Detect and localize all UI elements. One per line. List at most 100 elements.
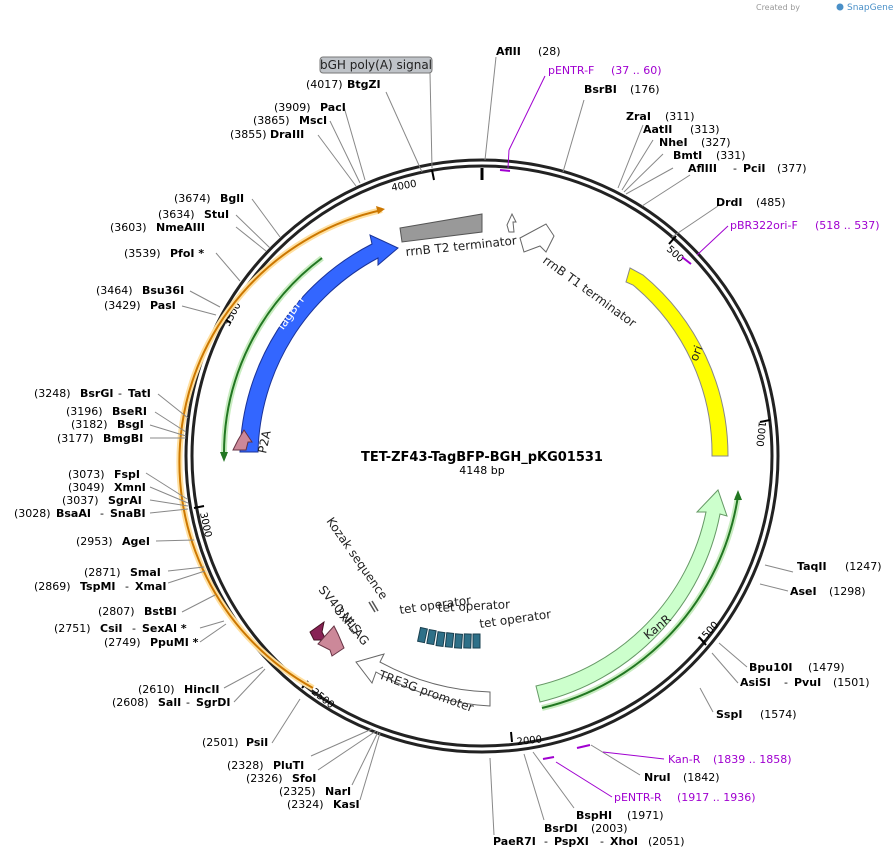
site-nmeaiii-pos: (3603) xyxy=(110,221,147,234)
site-pfoi-pos: (3539) xyxy=(124,247,161,260)
site-zrai-pos: (311) xyxy=(665,110,695,123)
watermark-brand: SnapGene xyxy=(847,3,894,13)
bgh-label-box xyxy=(319,56,433,74)
orange-orf-arc xyxy=(178,209,383,689)
site-sali-pos: (2608) xyxy=(112,696,149,709)
rrnb-t1-label: rrnB T1 terminator xyxy=(540,253,639,330)
site-sgrai: (3037) SgrAI xyxy=(62,494,142,507)
site-bsgi-name: BsgI xyxy=(117,418,144,431)
tet-operator-blocks xyxy=(417,626,481,649)
site-psii: (2501) PsiI xyxy=(202,736,268,749)
site-nhei-name: NheI xyxy=(659,136,688,149)
primer-kan-r: Kan-R (1839 .. 1858) xyxy=(668,753,792,766)
bgh-leader-line xyxy=(429,72,433,169)
site-pae-sep2: - xyxy=(600,835,604,848)
site-aflii-name: AflII xyxy=(496,45,521,58)
site-asei-name: AseI xyxy=(790,585,817,598)
site-afliii-pos: (377) xyxy=(777,162,807,175)
site-hincii: (2610) HincII xyxy=(138,683,220,696)
tet-operator-label-2: tet operator xyxy=(437,597,510,615)
site-bstbi-pos: (2807) xyxy=(98,605,135,618)
site-nari-pos: (2325) xyxy=(279,785,316,798)
site-sali-name2: SgrDI xyxy=(196,696,230,709)
ori-feature xyxy=(625,267,729,457)
site-bsrgi-sep: - xyxy=(118,387,122,400)
site-tspmi-pos: (2869) xyxy=(34,580,71,593)
site-stui-name: StuI xyxy=(204,208,229,221)
site-msci-name: MscI xyxy=(299,114,327,127)
site-bsrgi-name: BsrGI xyxy=(80,387,113,400)
flag-feature xyxy=(317,625,345,657)
site-bsu36i-pos: (3464) xyxy=(96,284,133,297)
site-bsphi: BspHI (1971) xyxy=(576,809,664,822)
site-psii-name: PsiI xyxy=(246,736,268,749)
p2a-feature xyxy=(232,429,253,451)
primer-pbr322-range: (518 .. 537) xyxy=(815,219,880,232)
site-bsrbi-name: BsrBI xyxy=(584,83,617,96)
site-aatii-pos: (313) xyxy=(690,123,720,136)
site-sali-sep: - xyxy=(186,696,190,709)
site-drdi: DrdI (485) xyxy=(716,196,786,209)
primer-pentr-r-name: pENTR-R xyxy=(614,791,662,804)
site-xmni: (3049) XmnI xyxy=(68,481,146,494)
site-nmeaiii-name: NmeAIII xyxy=(156,221,205,234)
site-sfoi: (2326) SfoI xyxy=(246,772,316,785)
site-pae-name2: PspXI xyxy=(554,835,589,848)
site-paci-pos: (3909) xyxy=(274,101,311,114)
site-pasi: (3429) PasI xyxy=(104,299,176,312)
site-bsphi-name: BspHI xyxy=(576,809,612,822)
site-nrui: NruI (1842) xyxy=(644,771,720,784)
green-orf-right-arc xyxy=(541,495,739,709)
primer-pentr-r-range: (1917 .. 1936) xyxy=(677,791,756,804)
plasmid-name: TET-ZF43-TagBFP-BGH_pKG01531 xyxy=(361,450,603,465)
site-bsrdi: BsrDI (2003) xyxy=(544,822,628,835)
site-asisi-name: AsiSI xyxy=(740,676,771,689)
site-ppumi-pos: (2749) xyxy=(104,636,141,649)
site-bmgbi-name: BmgBI xyxy=(103,432,143,445)
site-drdi-name: DrdI xyxy=(716,196,743,209)
site-draiii: (3855) DraIII xyxy=(230,128,304,141)
green-orf-left-arrowhead xyxy=(220,452,228,462)
site-sali: (2608) SalI - SgrDI xyxy=(112,696,230,709)
site-sgrai-name: SgrAI xyxy=(108,494,142,507)
rrnb-t1-small-arrow xyxy=(506,212,517,233)
site-asei: AseI (1298) xyxy=(790,585,866,598)
site-bgli: (3674) BglI xyxy=(174,192,244,205)
site-taqii-pos: (1247) xyxy=(845,560,882,573)
primer-pbr322-name: pBR322ori-F xyxy=(730,219,798,232)
kozak-label: Kozak sequence xyxy=(324,515,391,602)
site-bstbi-name: BstBI xyxy=(144,605,177,618)
site-asisi: AsiSI - PvuI (1501) xyxy=(740,676,870,689)
site-msci-pos: (3865) xyxy=(253,114,290,127)
site-bsrgi-pos: (3248) xyxy=(34,387,71,400)
site-bsgi: (3182) BsgI xyxy=(71,418,144,431)
tagbfp-feature xyxy=(239,234,399,453)
site-bsaai-name2: SnaBI xyxy=(110,507,146,520)
tick-1000: 1000 xyxy=(753,421,767,447)
site-tspmi-name: TspMI xyxy=(80,580,116,593)
site-bseri-pos: (3196) xyxy=(66,405,103,418)
rrnb-t1-feature xyxy=(519,223,555,253)
site-taqii: TaqII (1247) xyxy=(797,560,882,573)
site-sspi: SspI (1574) xyxy=(716,708,797,721)
site-sali-name: SalI xyxy=(158,696,181,709)
site-nrui-name: NruI xyxy=(644,771,671,784)
site-draiii-name: DraIII xyxy=(270,128,304,141)
site-csii-pos: (2751) xyxy=(54,622,91,635)
site-nrui-pos: (1842) xyxy=(683,771,720,784)
site-aatii-name: AatII xyxy=(643,123,672,136)
orange-orf-arrowhead xyxy=(376,206,385,214)
site-smai-name: SmaI xyxy=(130,566,161,579)
site-bsgi-pos: (3182) xyxy=(71,418,108,431)
sv40-nls-feature xyxy=(309,620,327,641)
site-pluti: (2328) PluTI xyxy=(227,759,304,772)
site-bpu10i-pos: (1479) xyxy=(808,661,845,674)
site-bseri: (3196) BseRI xyxy=(66,405,147,418)
enzyme-leader-lines xyxy=(145,56,794,836)
site-pluti-pos: (2328) xyxy=(227,759,264,772)
kanr-feature xyxy=(535,489,728,703)
site-bmti: BmtI (331) xyxy=(673,149,746,162)
site-asisi-sep: - xyxy=(784,676,788,689)
site-bsu36i: (3464) Bsu36I xyxy=(96,284,184,297)
site-asisi-pos: (1501) xyxy=(833,676,870,689)
